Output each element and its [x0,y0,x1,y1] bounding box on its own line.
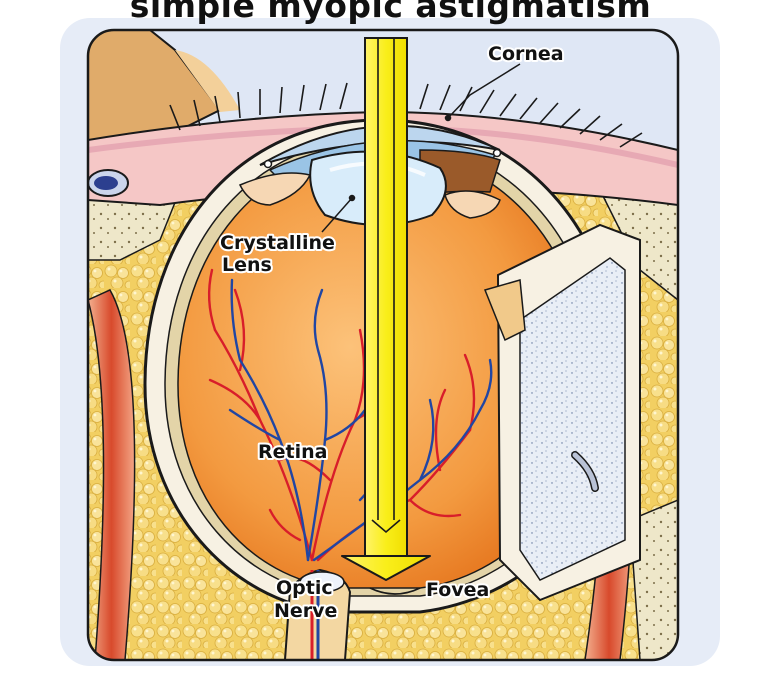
light-ray-inner-head [371,519,401,534]
cornea-leader-dot [444,114,452,122]
label-nerve: Nerve [274,600,337,622]
label-optic: Optic [276,577,333,599]
lens-leader-dot [348,194,356,202]
canal-right [492,148,502,158]
vortex-vein [572,452,598,491]
ciliary-body-right [444,190,501,219]
eyelashes [169,82,643,148]
light-ray [341,37,431,581]
label-lens: Lens [222,254,272,276]
label-crystalline: Crystalline [220,232,335,254]
page-title: simple myopic astigmatism [129,0,652,25]
rectus-muscle-left [88,289,136,660]
lens-leader [321,197,353,233]
ciliary-body-left [238,172,312,206]
label-retina: Retina [258,441,327,463]
light-ray-arrowhead [341,555,431,581]
panel-border [86,28,680,662]
leader-lines [321,63,521,233]
vessel-lumen [94,176,118,190]
cornea-leader [447,63,521,119]
light-ray-shaft [364,37,408,559]
label-fovea: Fovea [426,579,489,601]
cutaway-tissue [519,257,626,581]
fovea-pit [369,587,421,595]
canal-left [263,159,273,169]
cutaway-edge [483,279,526,342]
label-cornea: Cornea [488,43,564,65]
optic-disc [299,571,345,593]
orbital-bone-lower [629,498,678,660]
skin-highlight [175,50,240,112]
